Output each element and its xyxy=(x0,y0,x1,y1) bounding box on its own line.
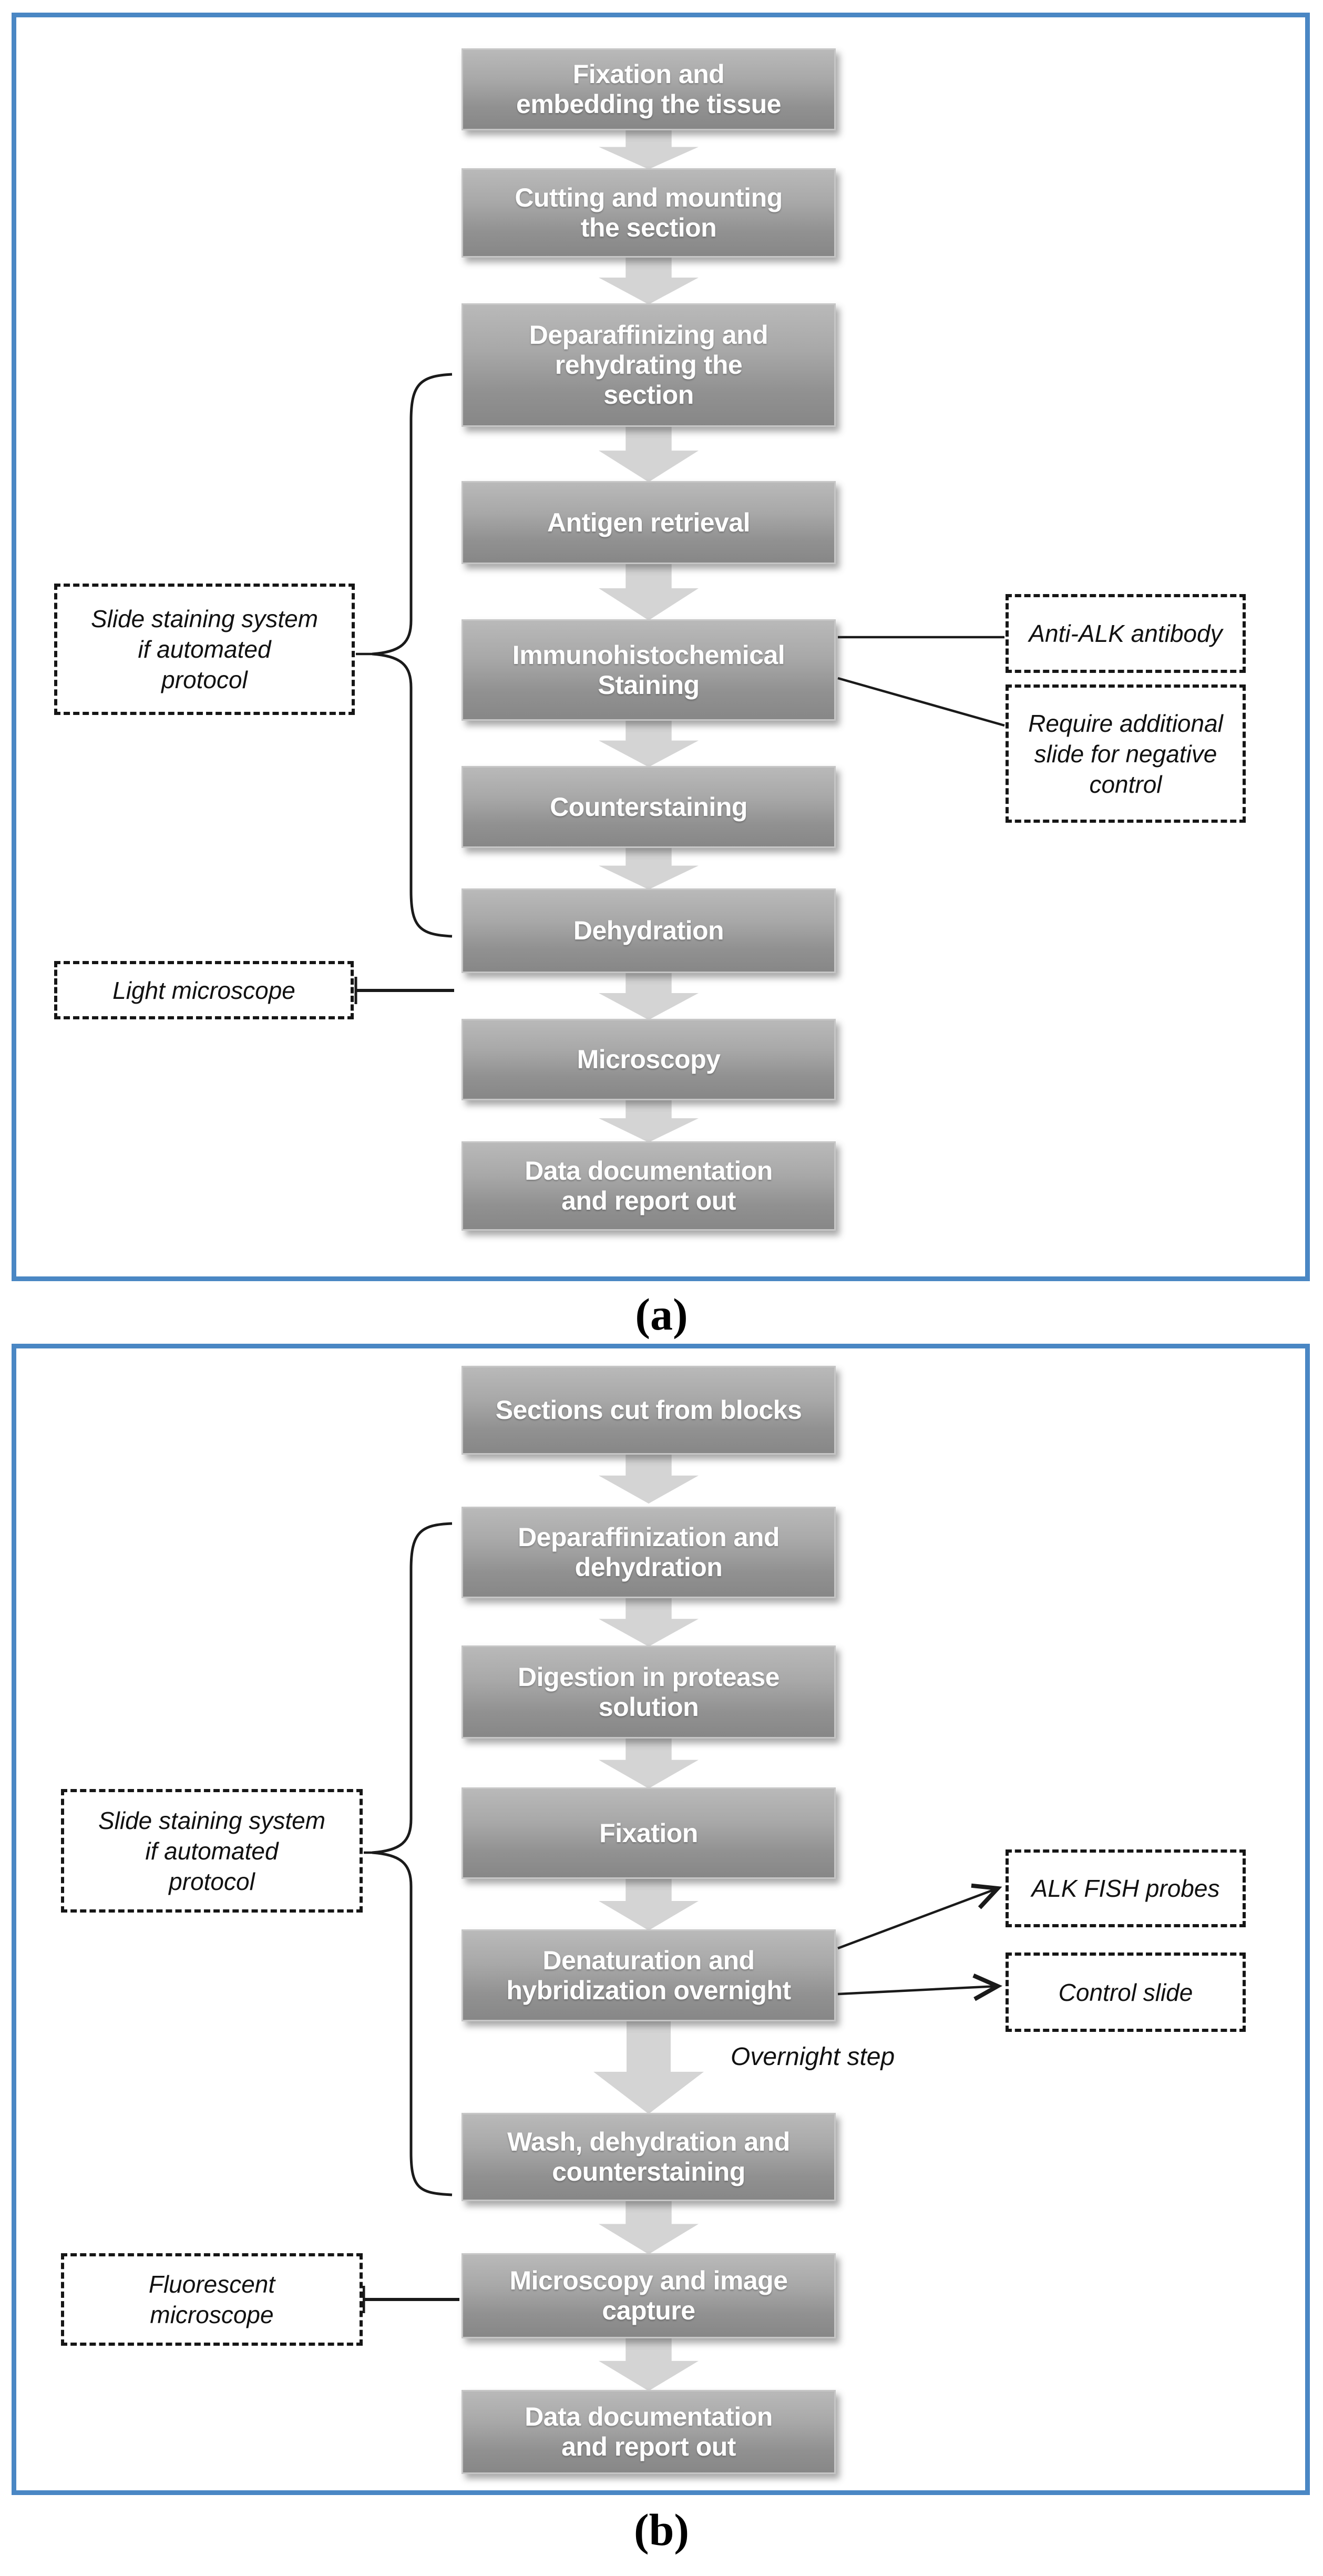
flow-step-sections-cut: Sections cut from blocks xyxy=(461,1366,836,1455)
flow-step-dehydration: Dehydration xyxy=(461,888,836,973)
step-label: Microscopy and image capture xyxy=(509,2266,788,2325)
note-label: Require additional slide for negative co… xyxy=(1028,709,1223,798)
note-fluorescent-microscope: Fluorescent microscope xyxy=(61,2253,363,2346)
note-slide-staining-system-b: Slide staining system if automated proto… xyxy=(61,1789,363,1913)
step-label: Digestion in protease solution xyxy=(518,1662,780,1722)
step-label: Immunohistochemical Staining xyxy=(512,640,785,700)
step-label: Counterstaining xyxy=(550,792,747,822)
panel-b-label: (b) xyxy=(633,2505,690,2555)
step-label: Dehydration xyxy=(573,916,724,945)
step-label: Data documentation and report out xyxy=(525,2402,773,2461)
flow-step-data-documentation: Data documentation and report out xyxy=(461,1141,836,1231)
flow-step-microscopy: Microscopy xyxy=(461,1019,836,1100)
step-label: Sections cut from blocks xyxy=(495,1395,802,1425)
note-alk-fish-probes: ALK FISH probes xyxy=(1006,1849,1246,1927)
panel-a-label: (a) xyxy=(635,1289,688,1340)
flow-step-microscopy-image-capture: Microscopy and image capture xyxy=(461,2253,836,2338)
note-label: Anti-ALK antibody xyxy=(1029,620,1223,647)
flow-step-counterstaining: Counterstaining xyxy=(461,766,836,848)
note-label: ALK FISH probes xyxy=(1031,1875,1220,1902)
note-label: Slide staining system if automated proto… xyxy=(98,1806,326,1895)
flow-step-fixation-b: Fixation xyxy=(461,1787,836,1879)
step-label: Wash, dehydration and counterstaining xyxy=(507,2127,790,2186)
note-label: Fluorescent microscope xyxy=(148,2271,275,2328)
note-light-microscope: Light microscope xyxy=(54,961,354,1019)
flow-step-denaturation-hybridization: Denaturation and hybridization overnight xyxy=(461,1929,836,2021)
step-label: Cutting and mounting the section xyxy=(515,183,783,242)
flow-step-fixation-embedding: Fixation and embedding the tissue xyxy=(461,48,836,130)
step-label: Fixation and embedding the tissue xyxy=(516,59,781,119)
note-negative-control: Require additional slide for negative co… xyxy=(1006,684,1246,823)
flow-step-deparaffinizing: Deparaffinizing and rehydrating the sect… xyxy=(461,303,836,427)
step-label: Denaturation and hybridization overnight xyxy=(506,1945,791,2005)
flow-step-cutting-mounting: Cutting and mounting the section xyxy=(461,168,836,258)
note-anti-alk-antibody: Anti-ALK antibody xyxy=(1006,594,1246,673)
note-label: Control slide xyxy=(1058,1978,1193,2006)
flow-step-data-documentation-b: Data documentation and report out xyxy=(461,2390,836,2474)
step-label: Microscopy xyxy=(577,1045,721,1074)
note-label: Slide staining system if automated proto… xyxy=(90,605,319,693)
note-label: Light microscope xyxy=(112,976,295,1004)
step-label: Fixation xyxy=(599,1818,698,1848)
flow-step-ihc-staining: Immunohistochemical Staining xyxy=(461,619,836,721)
flow-step-wash-dehydration: Wash, dehydration and counterstaining xyxy=(461,2113,836,2201)
step-label: Deparaffinizing and rehydrating the sect… xyxy=(529,320,768,410)
overnight-step-annotation: Overnight step xyxy=(731,2043,895,2071)
step-label: Antigen retrieval xyxy=(547,507,751,537)
note-slide-staining-system-a: Slide staining system if automated proto… xyxy=(54,584,355,715)
note-control-slide: Control slide xyxy=(1006,1953,1246,2032)
flow-step-digestion-protease: Digestion in protease solution xyxy=(461,1645,836,1739)
step-label: Deparaffinization and dehydration xyxy=(518,1522,780,1582)
flow-step-antigen-retrieval: Antigen retrieval xyxy=(461,481,836,564)
flow-step-deparaffinization: Deparaffinization and dehydration xyxy=(461,1507,836,1598)
step-label: Data documentation and report out xyxy=(525,1156,773,1215)
